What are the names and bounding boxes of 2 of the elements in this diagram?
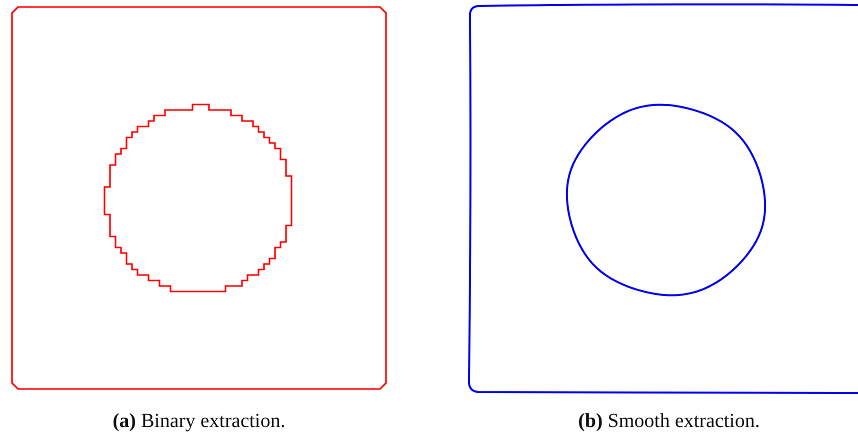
figure-caption: (b) Smooth extraction. bbox=[578, 410, 760, 433]
figure-caption: (a) Binary extraction. bbox=[112, 410, 286, 433]
